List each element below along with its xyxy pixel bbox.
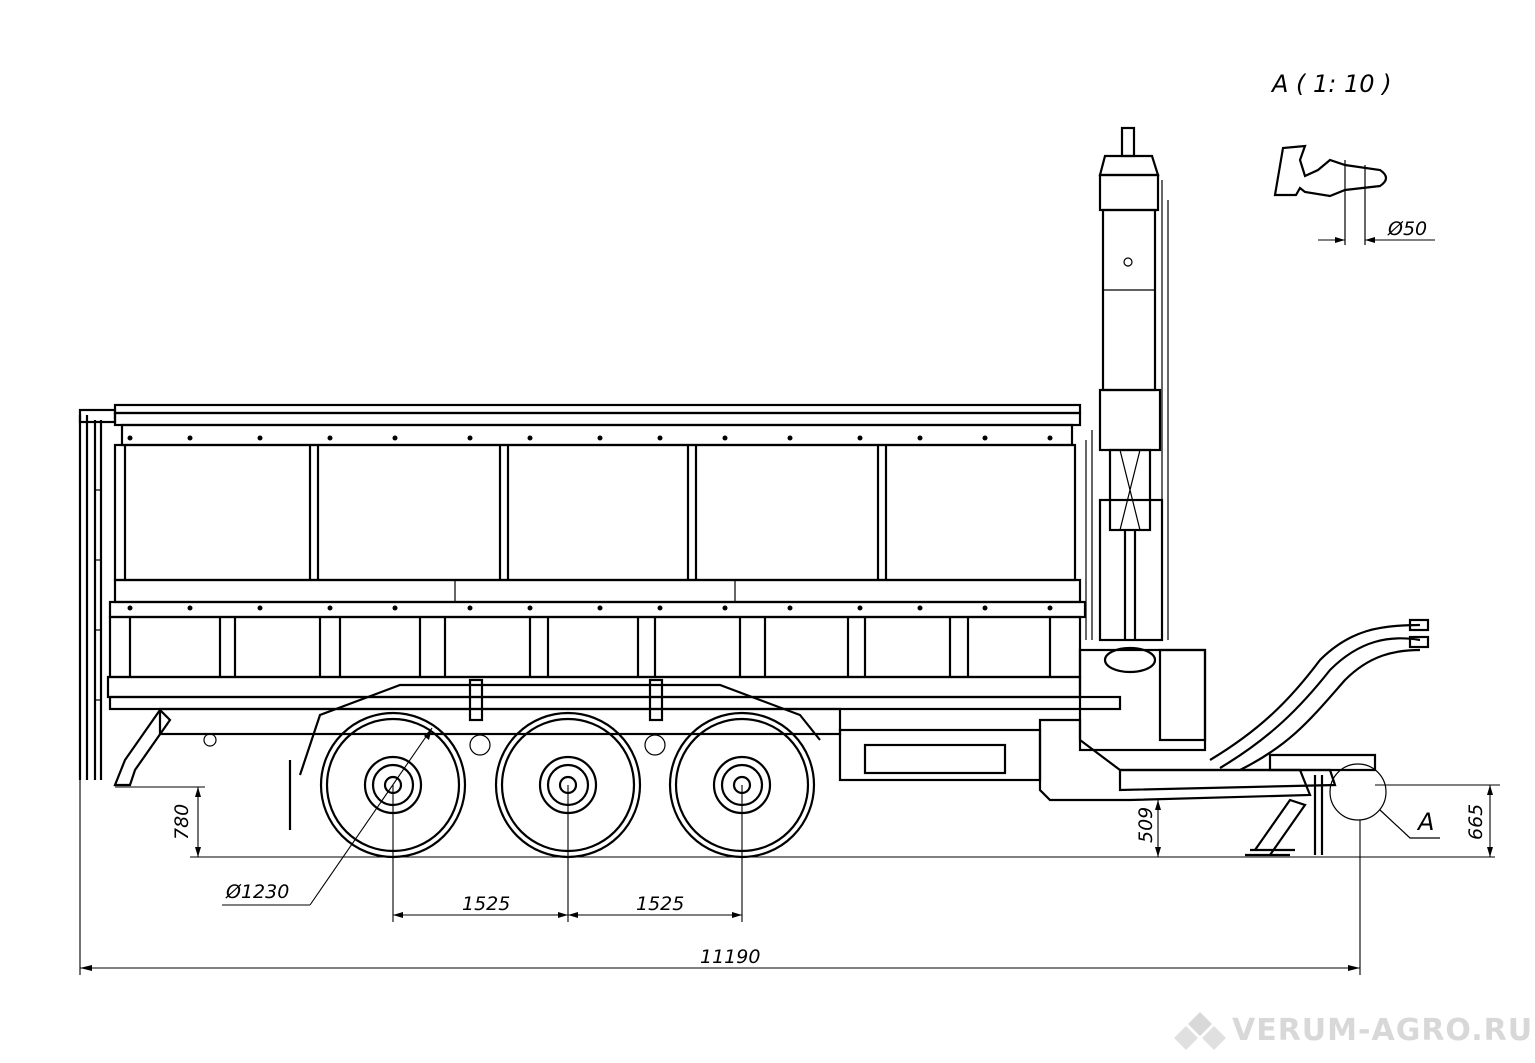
tipper-body xyxy=(106,403,1087,699)
support-jack xyxy=(1245,775,1324,857)
dim-rear-height xyxy=(115,786,205,857)
hydraulic-lift-column xyxy=(1078,126,1207,752)
dim-axle-spacing-2-label: 1525 xyxy=(636,893,684,915)
detail-diameter-label: Ø50 xyxy=(1387,218,1427,240)
hydraulic-hoses xyxy=(1209,618,1430,772)
dim-drawbar-height-label: 509 xyxy=(1135,807,1157,843)
dim-axle-spacing xyxy=(392,785,743,922)
watermark-logo-icon xyxy=(1174,1012,1226,1050)
dim-rear-height-label: 780 xyxy=(171,804,193,840)
hitch-callout xyxy=(1329,763,1440,839)
hitch-eye-detail xyxy=(1273,144,1435,245)
chassis-frame xyxy=(108,695,1337,802)
watermark-text: VERUM-AGRO.RU xyxy=(1232,1013,1533,1048)
dim-hitch-height xyxy=(1375,784,1500,857)
callout-letter: A xyxy=(1416,808,1434,836)
rear-ladder xyxy=(78,408,172,787)
dim-axle-spacing-1-label: 1525 xyxy=(462,893,510,915)
suspension xyxy=(288,678,821,830)
dim-wheel-diameter xyxy=(222,727,433,906)
dim-wheel-diameter-label: Ø1230 xyxy=(225,881,289,903)
dim-drawbar-height xyxy=(1155,800,1161,857)
dim-hitch-height-label: 665 xyxy=(1465,804,1487,840)
detail-view-title: A ( 1: 10 ) xyxy=(1270,70,1392,98)
dim-overall-length-label: 11190 xyxy=(700,946,760,968)
dim-overall-length xyxy=(79,780,1361,975)
